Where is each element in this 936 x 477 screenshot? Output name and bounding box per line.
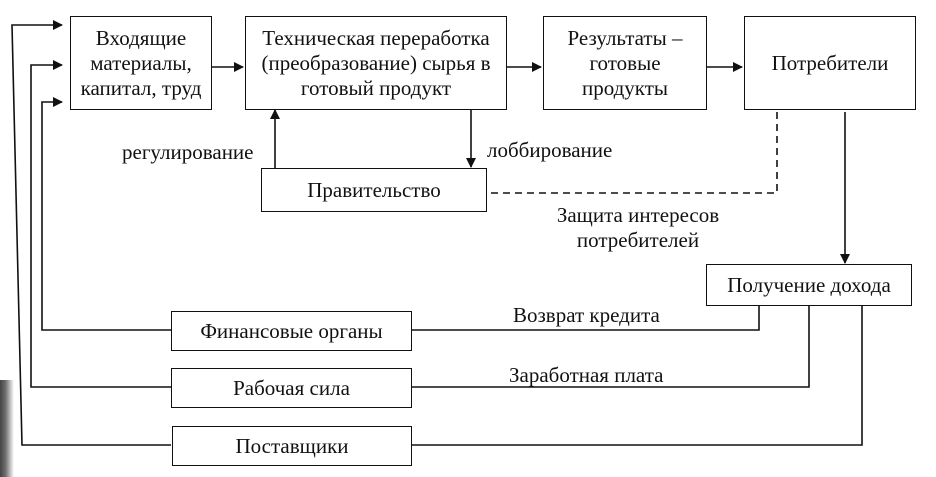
node-finance-label: Финансовые органы bbox=[200, 318, 383, 343]
label-regulation: регулирование bbox=[122, 140, 254, 164]
node-government-label: Правительство bbox=[307, 177, 441, 202]
label-lobbying: лоббирование bbox=[487, 138, 613, 162]
node-processing: Техническая переработка (преобразование)… bbox=[245, 16, 507, 110]
edge-finance-to-inputs bbox=[41, 97, 171, 331]
node-labor: Рабочая сила bbox=[171, 368, 412, 408]
label-consumer-protection: Защита интересов потребителей bbox=[556, 203, 720, 252]
node-government: Правительство bbox=[261, 168, 487, 212]
node-finance: Финансовые органы bbox=[171, 311, 412, 351]
node-inputs-label: Входящие материалы, капитал, труд bbox=[80, 25, 202, 100]
node-income: Получение дохода bbox=[706, 264, 912, 306]
label-loan-repayment: Возврат кредита bbox=[513, 303, 660, 327]
node-inputs: Входящие материалы, капитал, труд bbox=[70, 16, 212, 110]
node-processing-label: Техническая переработка (преобразование)… bbox=[261, 25, 491, 100]
node-results-label: Результаты – готовые продукты bbox=[567, 25, 683, 100]
edge-wages bbox=[412, 305, 810, 388]
node-income-label: Получение дохода bbox=[727, 272, 891, 297]
node-consumers-label: Потребители bbox=[771, 50, 889, 75]
label-wages: Заработная плата bbox=[509, 363, 664, 387]
node-suppliers-label: Поставщики bbox=[235, 433, 349, 458]
node-consumers: Потребители bbox=[744, 16, 916, 110]
edge-suppliers-to-inputs bbox=[11, 20, 171, 446]
node-labor-label: Рабочая сила bbox=[233, 375, 350, 400]
edge-loan-repayment bbox=[412, 305, 760, 331]
edge-labor-to-inputs bbox=[30, 60, 171, 388]
edge-consumer-protection bbox=[487, 112, 778, 194]
node-results: Результаты – готовые продукты bbox=[543, 16, 707, 110]
scan-shadow bbox=[0, 380, 14, 477]
node-suppliers: Поставщики bbox=[172, 426, 412, 466]
edge-income-to-suppliers bbox=[412, 305, 863, 446]
